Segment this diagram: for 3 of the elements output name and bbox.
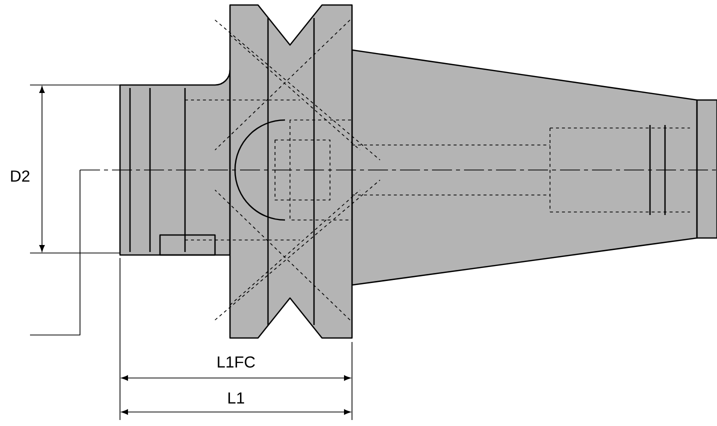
dimension-text: L1FC bbox=[218, 356, 255, 368]
dimension-text: D2 bbox=[11, 170, 30, 182]
dimension-text: L1 bbox=[228, 392, 244, 404]
